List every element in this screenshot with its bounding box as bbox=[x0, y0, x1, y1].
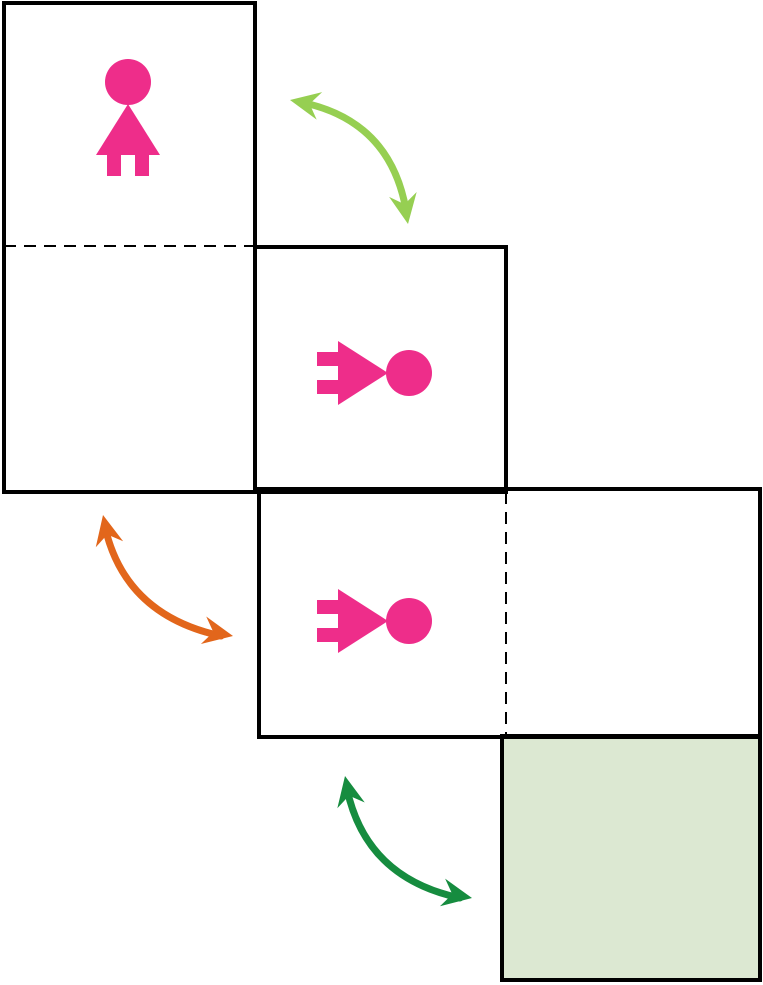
figure-body bbox=[338, 341, 388, 405]
figure-leg bbox=[107, 155, 121, 176]
figure-head bbox=[105, 59, 151, 105]
figure-body bbox=[96, 104, 160, 155]
arrowhead bbox=[389, 192, 417, 224]
figure-upright bbox=[96, 59, 160, 176]
arrowhead bbox=[95, 515, 124, 548]
arrowhead bbox=[439, 878, 472, 907]
arrowhead bbox=[200, 616, 233, 645]
swap-arrow-dark-green bbox=[343, 785, 464, 902]
figure-rotated-2 bbox=[317, 589, 432, 653]
cell-dividers bbox=[4, 245, 760, 737]
arrowhead bbox=[290, 92, 323, 120]
figure-leg bbox=[135, 155, 149, 176]
arrowhead bbox=[337, 776, 365, 809]
figure-leg bbox=[317, 352, 338, 366]
target-cell bbox=[502, 736, 760, 980]
swap-arrow-light-green bbox=[296, 98, 410, 214]
swap-arrows bbox=[101, 98, 464, 902]
swap-arrow-orange bbox=[101, 523, 225, 640]
figure-head bbox=[386, 350, 432, 396]
figure-body bbox=[338, 589, 388, 653]
figure-leg bbox=[317, 628, 338, 642]
figure-head bbox=[386, 598, 432, 644]
figure-leg bbox=[317, 380, 338, 394]
figure-leg bbox=[317, 600, 338, 614]
arrowheads bbox=[95, 92, 472, 907]
figure-rotated-1 bbox=[317, 341, 432, 405]
